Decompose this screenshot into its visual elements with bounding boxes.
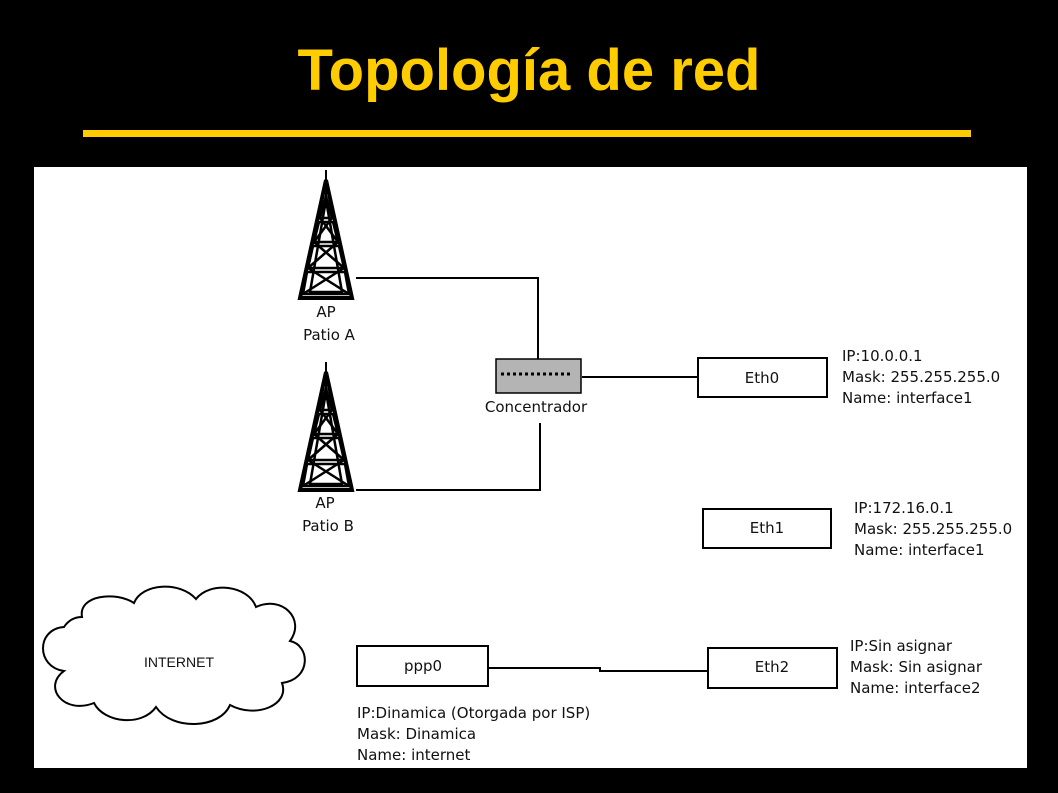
internet-cloud-icon bbox=[42, 585, 306, 725]
eth0-ip: IP:10.0.0.1 bbox=[842, 347, 923, 365]
ppp0-mask: Mask: Dinamica bbox=[357, 725, 476, 743]
eth0-name: Name: interface1 bbox=[842, 389, 973, 407]
eth0-mask: Mask: 255.255.255.0 bbox=[842, 368, 1000, 386]
ap-patio-b-label: AP bbox=[315, 494, 334, 512]
eth2-name: Name: interface2 bbox=[850, 679, 981, 697]
eth2-label: Eth2 bbox=[755, 658, 789, 676]
ppp0-name: Name: internet bbox=[357, 746, 470, 764]
eth2-ip: IP:Sin asignar bbox=[850, 637, 953, 655]
ppp0-box bbox=[356, 645, 489, 687]
eth1-name: Name: interface1 bbox=[854, 541, 985, 559]
eth1-label: Eth1 bbox=[750, 519, 784, 537]
ap-patio-b-tower-icon bbox=[298, 360, 354, 492]
hub-label: Concentrador bbox=[485, 398, 588, 416]
link-ap-a-hub bbox=[356, 277, 539, 366]
link-ap-b-hub bbox=[356, 423, 541, 491]
hub-concentrador bbox=[495, 358, 582, 394]
internet-label: INTERNET bbox=[144, 654, 214, 670]
title-underline bbox=[83, 130, 971, 137]
network-topology-diagram: AP Patio A AP Patio B Concentrador Eth0 … bbox=[42, 168, 1012, 764]
slide-title: Topología de red bbox=[297, 38, 761, 103]
ap-patio-a-tower-icon bbox=[298, 168, 354, 300]
eth1-mask: Mask: 255.255.255.0 bbox=[854, 520, 1012, 538]
ap-patio-b-name: Patio B bbox=[302, 517, 354, 535]
ap-patio-a-label: AP bbox=[316, 303, 335, 321]
eth1-box bbox=[702, 508, 832, 549]
eth0-box bbox=[697, 357, 828, 398]
diagram-panel: AP Patio A AP Patio B Concentrador Eth0 … bbox=[34, 167, 1027, 768]
eth1-ip: IP:172.16.0.1 bbox=[854, 499, 954, 517]
ap-patio-a-name: Patio A bbox=[303, 326, 356, 344]
hub-icon bbox=[495, 358, 582, 394]
ppp0-ip: IP:Dinamica (Otorgada por ISP) bbox=[357, 704, 590, 722]
eth2-mask: Mask: Sin asignar bbox=[850, 658, 983, 676]
ppp0-label: ppp0 bbox=[404, 657, 442, 675]
link-ppp0-eth2 bbox=[488, 667, 708, 672]
eth0-label: Eth0 bbox=[745, 369, 779, 387]
eth2-box bbox=[707, 647, 838, 689]
